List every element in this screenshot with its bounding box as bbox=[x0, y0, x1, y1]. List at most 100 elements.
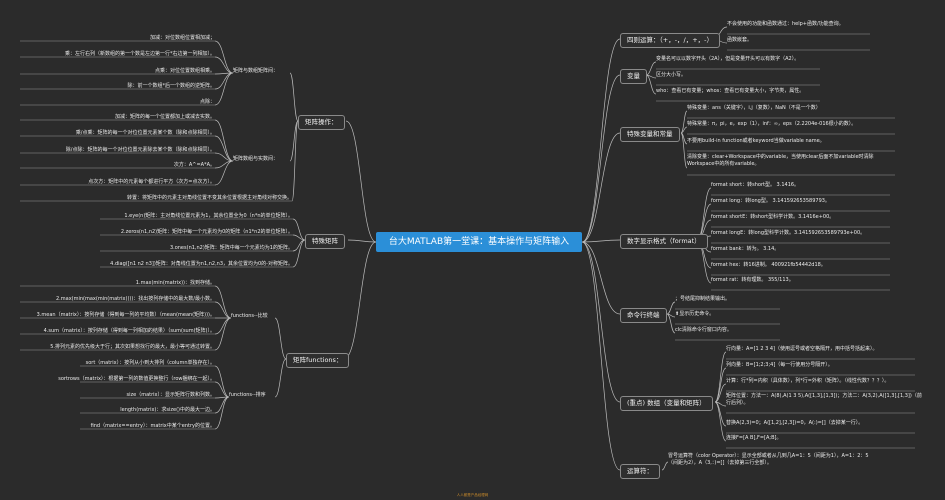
node-nested: 函数嵌套。 bbox=[727, 37, 753, 43]
subgroup-functions-compare[interactable]: functions--比较 bbox=[231, 313, 268, 319]
node-product: 计算：行*列=内积（具体数），列*行=外积（矩阵）。（线性代数？？？）。 bbox=[726, 378, 890, 384]
node-who: who：查看已有变量；whos：查看已有变量大小，字节类，属性。 bbox=[656, 88, 805, 94]
node-dot-divide: 点除： bbox=[199, 99, 215, 105]
link-colon-0 bbox=[661, 461, 669, 471]
node-mean: 3.mean（matrix）：按列存储（得到每一列的平均数）（mean(mean… bbox=[36, 312, 215, 318]
node-ones: 3.ones(n1,n2)矩阵：矩阵中每一个元素均为1的矩阵。 bbox=[169, 245, 293, 251]
link-fn2-4 bbox=[214, 396, 230, 430]
node-real-multiply: 乘/点乘：矩阵的每一个对位位置元素某个数（除和点除相同）。 bbox=[75, 130, 215, 136]
node-size: size（matrix）：显示矩阵行数和列数。 bbox=[126, 392, 216, 398]
node-divide: 除：前一个数组*后一个数组的逆矩阵。 bbox=[127, 83, 215, 89]
link-center-right-3 bbox=[581, 239, 621, 243]
node-help: 不会使用的功能和函数通过：help+函数/功能查询。 bbox=[727, 21, 844, 27]
link-array-2 bbox=[714, 383, 727, 403]
footer-watermark: 人人都是产品经理网 bbox=[456, 493, 489, 497]
link-array-0 bbox=[714, 351, 727, 403]
subgroup-functions-sort[interactable]: functions--排序 bbox=[229, 392, 266, 398]
link-special-1 bbox=[292, 234, 306, 241]
link-center-right-2 bbox=[581, 132, 621, 243]
node-concat: 连接F=[A B],F=[A;B]。 bbox=[726, 435, 782, 441]
link-ops-g2 bbox=[289, 120, 299, 162]
branch-format[interactable]: 数字显示格式（format） bbox=[620, 234, 708, 249]
link-g1-item-1 bbox=[214, 56, 234, 74]
node-no-builtin: 不要用build-in function或者keyword当做variable … bbox=[687, 138, 825, 144]
branch-special-vars[interactable]: 特殊变量和常量 bbox=[620, 127, 680, 142]
link-fn-g1 bbox=[274, 317, 287, 360]
link-ops-g1 bbox=[289, 72, 299, 122]
node-sum: 4.sum（matrix）：按列存储（得到每一列相加的结果）（sum(sum(矩… bbox=[43, 328, 215, 334]
node-multiply: 乘：左行右列（新数组的第一个数是左边第一行*右边第一列相加）。 bbox=[64, 51, 215, 57]
link-vars-0 bbox=[645, 61, 657, 76]
link-center-special bbox=[347, 239, 377, 243]
link-special-0 bbox=[292, 218, 306, 241]
node-zeros: 2.zeros(n1,n2)矩阵：矩阵中每一个元素均为0的矩阵（n1*n2的单位… bbox=[120, 229, 293, 235]
link-g2-item-2 bbox=[214, 152, 234, 162]
node-find: find（matrix==entry）：matrix中某个entry的位置。 bbox=[90, 423, 215, 429]
link-center-right-4 bbox=[581, 241, 621, 315]
node-eye: 1.eye(n)矩阵：主对角线位置元素为1，其余位置全为0（n*n的单位矩阵）。 bbox=[124, 213, 293, 219]
link-center-functions bbox=[343, 241, 377, 360]
node-format-short: format short：转short型。 3.1416。 bbox=[711, 182, 800, 188]
link-fn1-3 bbox=[214, 317, 232, 335]
link-center-right-5 bbox=[581, 241, 621, 403]
node-format-bank: format bank：转为。 3.14。 bbox=[711, 246, 780, 252]
node-real-divide: 除/点除：矩阵的每一个对位位置元素除去某个数（除和点除相同）。 bbox=[65, 147, 215, 153]
node-indexing: 矩阵位置：方法一：A(8),A(1 3 5),A([1,3],[1,3])；方法… bbox=[726, 393, 922, 406]
link-svars-1 bbox=[680, 126, 688, 134]
node-dot-multiply: 点乘：对位位置数组相乘。 bbox=[154, 68, 215, 74]
branch-operators[interactable]: 运算符： bbox=[620, 464, 660, 479]
branch-arithmetic[interactable]: 四则运算：（+，-，/，+，-） bbox=[620, 33, 721, 48]
link-svars-0 bbox=[680, 110, 688, 134]
node-dot-power: 点次方：矩阵中的元素每个都进行平方（次方=点次方）。 bbox=[88, 179, 215, 185]
branch-command-line[interactable]: 命令行终端 bbox=[620, 308, 667, 323]
link-center-right-0 bbox=[581, 38, 621, 243]
node-real-add-sub: 加减：矩阵的每一个位置都加上或减去实数。 bbox=[114, 114, 215, 120]
link-fn1-1 bbox=[214, 301, 232, 319]
node-power: 次方：A^=A*A。 bbox=[173, 162, 215, 168]
link-g1-item-4 bbox=[214, 72, 234, 106]
node-semicolon: ；号结尾抑制结果输出。 bbox=[675, 296, 731, 302]
node-format-longe: format longE：转long型科学计数。3.14159265358979… bbox=[711, 230, 866, 236]
link-fn1-0 bbox=[214, 285, 232, 319]
branch-special-matrix[interactable]: 特殊矩阵 bbox=[305, 234, 345, 249]
subgroup-array-matrix[interactable]: 矩阵与数组矩阵间： bbox=[233, 68, 279, 74]
node-history: ⬆显示历史命令。 bbox=[675, 311, 715, 317]
node-col-vector: 列向量：B=[1;2;3;4]（每一行使用分号隔开）。 bbox=[726, 362, 833, 368]
link-g2-item-4 bbox=[214, 160, 234, 186]
central-topic[interactable]: 台大MATLAB第一堂课：基本操作与矩阵输入 bbox=[376, 232, 582, 252]
node-replace: 替换A(2,3)=0；A([1,2],[2,3])=0，A(:)=[]（去掉某一… bbox=[726, 420, 864, 426]
link-array-5 bbox=[714, 401, 727, 442]
link-ops-transpose bbox=[291, 120, 299, 202]
link-g1-item-3 bbox=[214, 72, 234, 90]
node-colon-operator: 冒号运算符（color Operator）：显示全部或者从几到几A=1：5（间距… bbox=[668, 453, 869, 466]
node-format-hex: format hex：转16进制。 400921fb54442d18。 bbox=[711, 262, 826, 268]
link-special-3 bbox=[292, 239, 306, 268]
link-g2-item-1 bbox=[214, 135, 234, 162]
node-sortrows: sortrows（matrix）：根据第一列的数值更换整行（row捆绑在一起）。 bbox=[58, 376, 215, 382]
node-row-vector: 行向量：A=[1 2 3 4]（使用逗号或者空格隔开，用中括号括起来）。 bbox=[726, 346, 878, 352]
node-sort: sort（matrix）：按列从小到大排列（column单独存在）。 bbox=[85, 360, 215, 366]
link-format-0 bbox=[696, 187, 712, 241]
node-diag: 4.diag([n1 n2 n3])矩阵：对角线位置为n1,n2,n3，其余位置… bbox=[110, 261, 293, 267]
link-center-matrix-ops bbox=[345, 120, 377, 243]
branch-matrix-functions[interactable]: 矩阵functions： bbox=[286, 353, 350, 368]
node-add-sub: 加减：对位数组位置相加减； bbox=[149, 35, 215, 41]
node-max-min-nested: 2.max(min(max(min(matrix))))：找出按列存储中的最大数… bbox=[55, 296, 215, 302]
node-clear: 清除变量：clear+Workspace中的variable，当使用clear后… bbox=[687, 154, 874, 167]
branch-array[interactable]: (重点) 数组（变量和矩阵） bbox=[620, 396, 713, 411]
node-special-const: 特殊常量：π，pi，e，exp（1），inf：∞，eps（2.2204e-016… bbox=[687, 121, 857, 127]
node-priority: 5.排列元素的优先级大于行；其次如果想找行的最大，最小等可通过转置。 bbox=[50, 344, 215, 350]
node-transpose: 转置：将矩阵中的元素主对角线位置不变其余位置根据主对角线对称交换。 bbox=[126, 195, 292, 201]
node-format-rat: format rat：转有理数。 355/113。 bbox=[711, 277, 794, 283]
branch-variables[interactable]: 变量 bbox=[620, 69, 647, 84]
link-cmd-0 bbox=[666, 301, 676, 315]
subgroup-matrix-real[interactable]: 矩阵数组与实数间： bbox=[233, 156, 279, 162]
link-array-3 bbox=[714, 401, 727, 407]
link-g2-item-0 bbox=[214, 119, 234, 162]
branch-matrix-ops[interactable]: 矩阵操作： bbox=[298, 115, 345, 130]
node-special-var: 特殊变量：ans（关键字），i,j（复数），NaN（不是一个数） bbox=[687, 105, 821, 111]
link-fn2-1 bbox=[214, 381, 230, 398]
node-length: length(matrix)：求size()中的最大一边。 bbox=[120, 407, 215, 413]
node-var-name: 变量名可以以数字开头（2A），但是变量开头可以有数字（A2）。 bbox=[656, 56, 800, 62]
